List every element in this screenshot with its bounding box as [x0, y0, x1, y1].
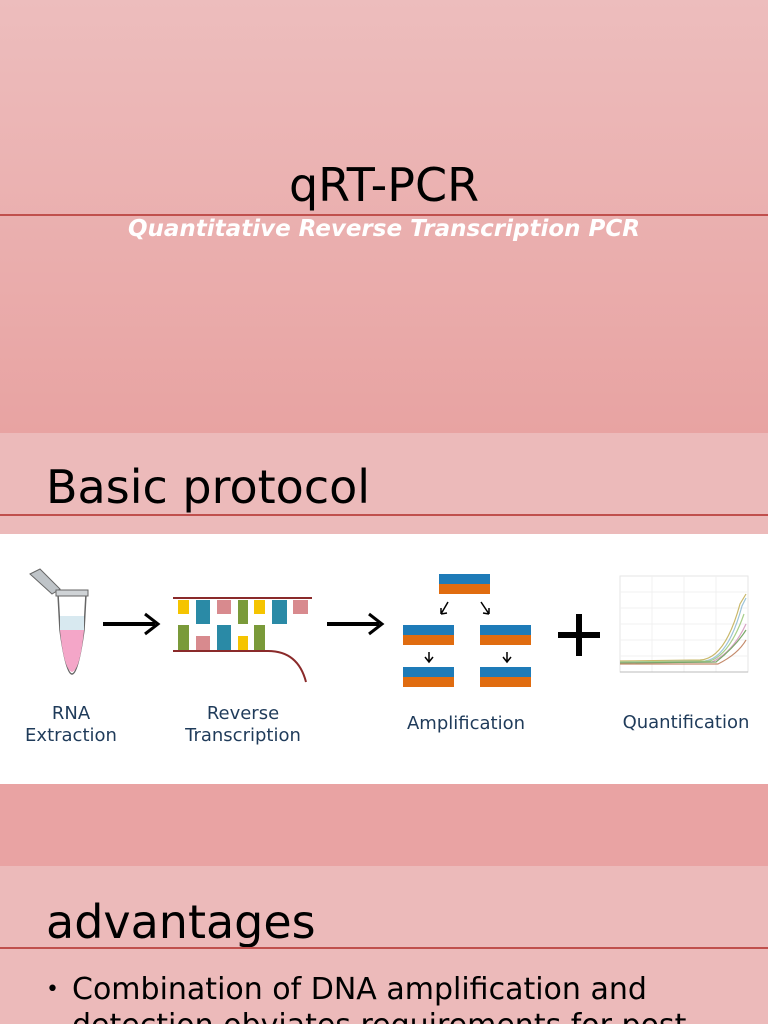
step-reverse-transcription-label: Reverse Transcription: [170, 703, 316, 747]
advantages-divider: [0, 947, 768, 949]
arrow-right-icon: [327, 612, 385, 636]
advantages-slide: advantages • Combination of DNA amplific…: [0, 866, 768, 1024]
protocol-divider: [0, 514, 768, 516]
reverse-transcription-diagram: [173, 597, 312, 683]
slide-title: qRT-PCR: [288, 158, 480, 212]
arrow-right-icon: [103, 612, 161, 636]
step-label-line: RNA: [51, 703, 91, 724]
step-rna-extraction-label: RNA Extraction: [16, 703, 126, 747]
protocol-heading: Basic protocol: [46, 460, 371, 514]
bullet-dot: •: [46, 977, 59, 1002]
protocol-diagram: [29, 568, 749, 687]
step-quantification-label: Quantification: [622, 712, 750, 733]
plus-icon: [558, 614, 600, 656]
amplification-plot-icon: [619, 575, 749, 673]
protocol-header-band: [0, 433, 768, 534]
protocol-slide: Basic protocol: [0, 433, 768, 866]
title-slide: qRT-PCR Quantitative Reverse Transcripti…: [0, 0, 768, 433]
protocol-figure: RNA Extraction Reverse Transcription Amp…: [0, 534, 768, 784]
slide-subtitle: Quantitative Reverse Transcription PCR: [127, 216, 640, 242]
title-divider: [0, 214, 768, 216]
bullet-text: Combination of DNA amplification and det…: [72, 972, 697, 1024]
step-label-line: Reverse: [206, 703, 280, 724]
step-label-line: Transcription: [185, 725, 301, 746]
step-amplification-label: Amplification: [406, 713, 526, 734]
step-label-line: Extraction: [25, 725, 117, 746]
advantages-heading: advantages: [46, 895, 316, 949]
eppendorf-tube-icon: [29, 568, 89, 675]
amplification-diagram: [403, 574, 531, 687]
